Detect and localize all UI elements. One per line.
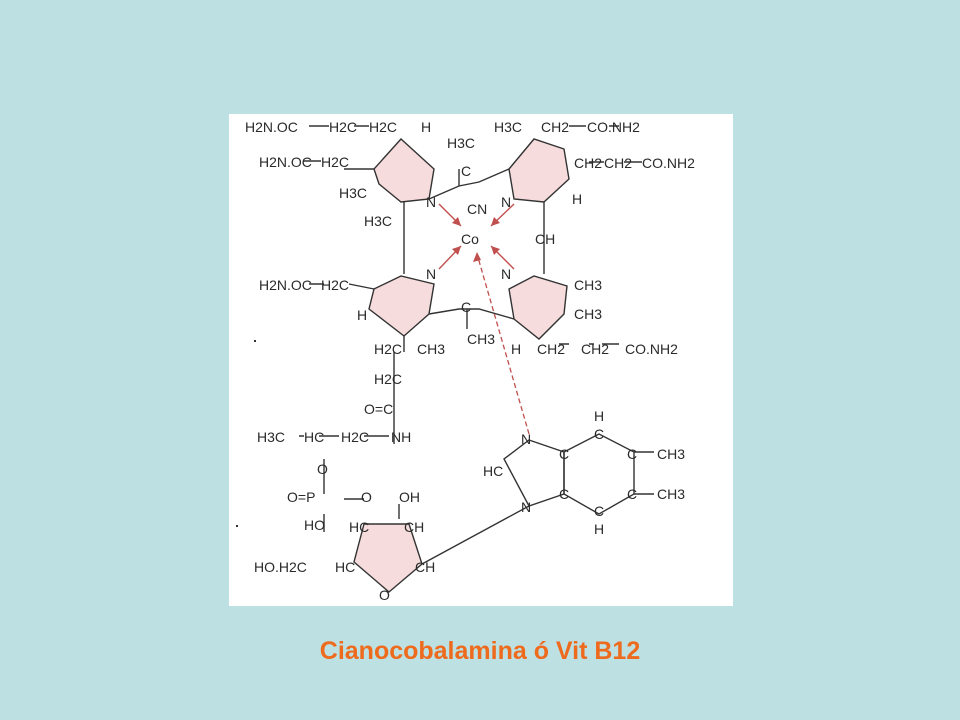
ring-top-right <box>508 138 570 203</box>
label-h3c-5: H3C <box>257 429 285 445</box>
label-co-nh2-3: CO.NH2 <box>625 341 678 357</box>
label-h-6: H <box>594 521 604 537</box>
label-h2c-5: H2C <box>374 341 402 357</box>
label-o-1: O <box>317 461 328 477</box>
label-h2c-4: H2C <box>321 277 349 293</box>
label-ch3-4: CH3 <box>417 341 445 357</box>
label-ch3-3: CH3 <box>467 331 495 347</box>
label-ch-1: CH <box>535 231 555 247</box>
label-o-2: O <box>361 489 372 505</box>
label-h-1: H <box>421 119 431 135</box>
label-c-2: C <box>461 299 471 315</box>
label-oh: OH <box>399 489 420 505</box>
label-h2c-6: H2C <box>374 371 402 387</box>
benzene-ring <box>563 433 635 515</box>
label-h3c-1: H3C <box>447 135 475 151</box>
label-hc-3: HC <box>335 559 355 575</box>
label-h2c-2: H2C <box>369 119 397 135</box>
label-h2c-3: H2C <box>321 154 349 170</box>
label-h2c-1: H2C <box>329 119 357 135</box>
imidazole-ring <box>503 439 565 507</box>
dashed-coordinate-bond <box>476 253 530 435</box>
label-o-3: O <box>379 587 390 603</box>
ring-top-left <box>373 138 435 203</box>
label-ch3-6: CH3 <box>657 486 685 502</box>
label-h-5: H <box>594 408 604 424</box>
label-cn: CN <box>467 201 487 217</box>
label-c-5: C <box>627 446 637 462</box>
ring-bottom-left <box>368 275 435 337</box>
label-n-5: N <box>521 431 531 447</box>
label-n-1: N <box>426 194 436 210</box>
label-hc-4: HC <box>483 463 503 479</box>
label-c-4: C <box>559 446 569 462</box>
vitamin-b12-structure-diagram: H2N.OC H2C H2C H H3C C H3C CH2 CO.NH2 H2… <box>229 114 733 606</box>
label-n-6: N <box>521 499 531 515</box>
label-ho: HO <box>304 517 325 533</box>
dashed-arrow-head <box>473 252 481 262</box>
label-co: Co <box>461 231 479 247</box>
label-ch-2: CH <box>404 519 424 535</box>
label-hc-1: HC <box>304 429 324 445</box>
ribose-ring <box>353 523 423 593</box>
label-ch2-4: CH2 <box>537 341 565 357</box>
label-o-c: O=C <box>364 401 393 417</box>
label-h2n-oc-3: H2N.OC <box>259 277 312 293</box>
label-hc-2: HC <box>349 519 369 535</box>
label-c-1: C <box>461 163 471 179</box>
label-h3c-4: H3C <box>364 213 392 229</box>
label-ch-3: CH <box>415 559 435 575</box>
label-ch2-3: CH2 <box>604 155 632 171</box>
label-n-2: N <box>501 194 511 210</box>
label-ch2-5: CH2 <box>581 341 609 357</box>
label-c-7: C <box>559 486 569 502</box>
label-n-4: N <box>501 266 511 282</box>
label-ch2-1: CH2 <box>541 119 569 135</box>
label-h-4: H <box>511 341 521 357</box>
label-nh: NH <box>391 429 411 445</box>
label-h2c-7: H2C <box>341 429 369 445</box>
label-c-6: C <box>627 486 637 502</box>
atom-labels: H2N.OC H2C H2C H H3C C H3C CH2 CO.NH2 H2… <box>245 119 695 603</box>
label-c-8: C <box>594 503 604 519</box>
label-ch3-2: CH3 <box>574 306 602 322</box>
corrin-backbone <box>393 168 545 444</box>
coordinate-bonds <box>438 203 515 270</box>
label-h3c-2: H3C <box>494 119 522 135</box>
caption-title: Cianocobalamina ó Vit B12 <box>319 637 641 665</box>
label-h-3: H <box>357 307 367 323</box>
label-ho-h2c: HO.H2C <box>254 559 307 575</box>
substituent-bonds <box>299 125 642 565</box>
stray-dot-1 <box>254 340 256 342</box>
label-h3c-3: H3C <box>339 185 367 201</box>
label-h2n-oc-2: H2N.OC <box>259 154 312 170</box>
label-c-3: C <box>594 426 604 442</box>
label-h-2: H <box>572 191 582 207</box>
label-h2n-oc-1: H2N.OC <box>245 119 298 135</box>
label-ch3-1: CH3 <box>574 277 602 293</box>
label-o-p: O=P <box>287 489 315 505</box>
label-co-nh2-1: CO.NH2 <box>587 119 640 135</box>
label-ch2-2: CH2 <box>574 155 602 171</box>
label-ch3-5: CH3 <box>657 446 685 462</box>
structure-svg: H2N.OC H2C H2C H H3C C H3C CH2 CO.NH2 H2… <box>245 119 695 603</box>
label-co-nh2-2: CO.NH2 <box>642 155 695 171</box>
label-n-3: N <box>426 266 436 282</box>
stray-dot-2 <box>236 525 238 527</box>
methyl-bonds <box>634 451 654 495</box>
ring-bottom-right <box>508 275 568 340</box>
